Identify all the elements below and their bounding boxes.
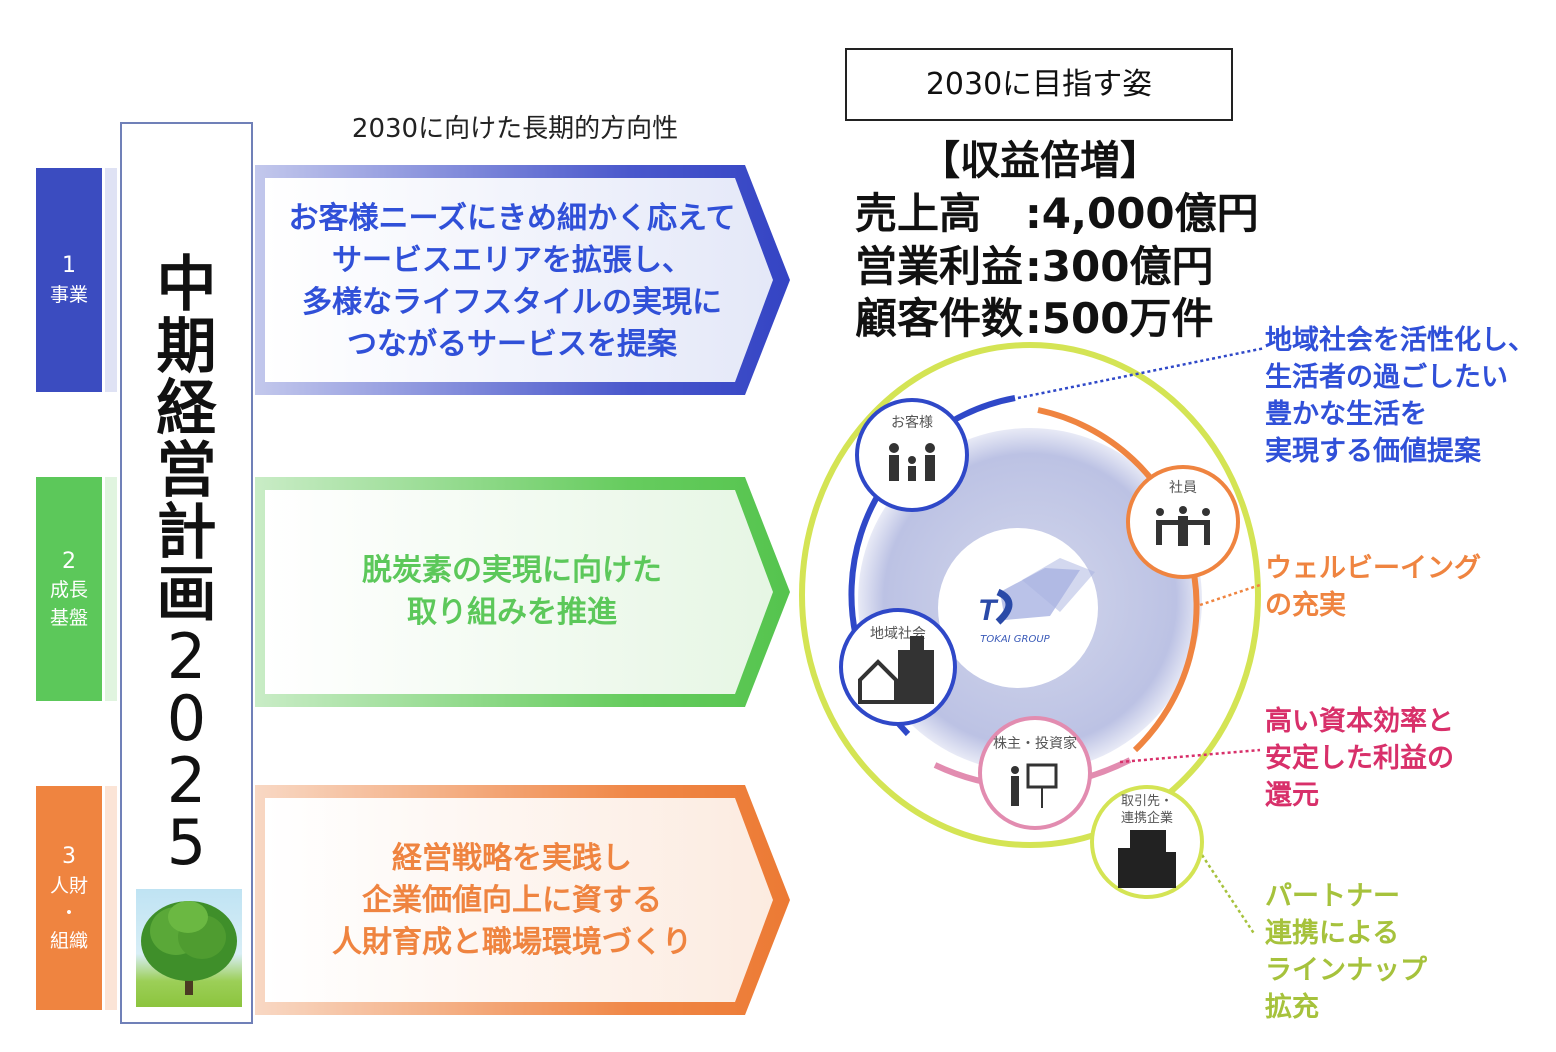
pillar-growth-foundation: 2 成長 基盤 — [36, 477, 102, 701]
svg-text:T: T — [978, 594, 999, 627]
connector-line — [1017, 346, 1266, 400]
pillar-label: 基盤 — [49, 606, 88, 629]
kpi-value: :300億円 — [1025, 242, 1214, 291]
node-label: 株主・投資家 — [993, 735, 1077, 752]
pillar-label: 事業 — [49, 284, 88, 307]
value-partner-lineup: パートナー 連携による ラインナップ 拡充 — [1265, 878, 1427, 1026]
kpi-label: 営業利益 — [855, 242, 1024, 291]
outer-ring — [799, 342, 1261, 848]
pillar-number: 3 — [62, 843, 76, 869]
plan-title-char: 経 — [156, 374, 217, 444]
text-line: 経営戦略を実践し — [392, 841, 632, 876]
plan-title: 中 期 経 営 計 画 2 0 2 5 — [122, 254, 251, 874]
connector-line — [1200, 854, 1257, 936]
direction-arrow-people — [255, 785, 790, 1015]
plan-title-char: 計 — [156, 498, 217, 568]
pillar-people-organization: 3 人財 ・ 組織 — [36, 786, 102, 1010]
text-line: ラインナップ — [1265, 955, 1427, 986]
value-capital-efficiency: 高い資本効率と 安定した利益の 還元 — [1265, 703, 1454, 814]
text-line: 豊かな生活を — [1265, 399, 1427, 430]
value-wellbeing: ウェルビーイング の充実 — [1265, 550, 1481, 624]
pillar-number: 2 — [62, 548, 76, 574]
plan-title-char: 期 — [156, 312, 217, 382]
pillar-tint — [105, 168, 117, 392]
node-employees: 社員 — [1126, 465, 1240, 579]
text-line: 安定した利益の — [1265, 743, 1454, 774]
meeting-icon — [1156, 506, 1210, 546]
kpi-operating-profit: 営業利益:300億円 — [855, 233, 1213, 294]
node-label: 取引先・ — [1121, 794, 1173, 809]
node-label: お客様 — [891, 414, 933, 431]
directions-heading: 2030に向けた長期的方向性 — [351, 114, 679, 144]
text-line: の充実 — [1265, 590, 1346, 621]
plan-title-char: 5 — [166, 806, 207, 879]
node-community: 地域社会 — [839, 608, 957, 726]
presentation-icon — [1011, 763, 1058, 808]
pillar-business: 1 事業 — [36, 168, 102, 392]
pillar-tint — [105, 477, 117, 701]
plan-title-char: 0 — [166, 682, 207, 755]
text-line: 生活者の過ごしたい — [1265, 362, 1508, 393]
vision-title-box: 2030に目指す姿 — [845, 48, 1233, 121]
connector-line — [1199, 583, 1261, 607]
direction-arrows — [255, 165, 790, 1015]
text-line: 人財育成と職場環境づくり — [332, 925, 692, 960]
kpi-value: :4,000億円 — [1025, 189, 1259, 238]
plan-title-char: 2 — [166, 620, 207, 693]
node-label: 社員 — [1169, 480, 1197, 496]
plan-title-char: 画 — [156, 560, 217, 630]
pillar-label: 人財 — [49, 874, 88, 897]
logo-text: TOKAI GROUP — [980, 634, 1050, 645]
text-line: 拡充 — [1265, 992, 1319, 1023]
office-building-icon — [1118, 830, 1176, 888]
text-line: つながるサービスを提案 — [347, 327, 677, 362]
kpi-label: 顧客件数 — [855, 294, 1024, 343]
pillar-number: 1 — [62, 253, 76, 279]
text-line: サービスエリアを拡張し、 — [332, 243, 692, 278]
plan-title-char: 2 — [166, 744, 207, 817]
plan-title-char: 営 — [156, 436, 217, 506]
kpi-label: 売上高 — [855, 189, 982, 238]
pillar-label: ・ — [59, 902, 79, 925]
kpi-sales: 売上高 :4,000億円 — [855, 180, 1259, 241]
text-line: ウェルビーイング — [1265, 553, 1481, 584]
direction-arrow-business — [255, 165, 790, 395]
vision-headline: 【収益倍増】 — [920, 138, 1160, 184]
text-line: お客様ニーズにきめ細かく応えて — [288, 201, 736, 236]
text-line: 地域社会を活性化し、 — [1265, 325, 1535, 356]
kpi-value: :500万件 — [1025, 294, 1214, 343]
node-shareholders: 株主・投資家 — [978, 716, 1092, 830]
town-icon — [858, 636, 934, 704]
value-community: 地域社会を活性化し、 生活者の過ごしたい 豊かな生活を 実現する価値提案 — [1265, 322, 1535, 470]
direction-arrow-growth — [255, 477, 790, 707]
text-line: 取り組みを推進 — [407, 595, 617, 630]
text-line: 多様なライフスタイルの実現に — [302, 285, 722, 320]
plan-title-panel: 中 期 経 営 計 画 2 0 2 5 — [120, 122, 253, 1024]
text-line: 還元 — [1265, 780, 1319, 811]
family-icon — [889, 443, 935, 481]
text-line: パートナー — [1265, 881, 1400, 912]
direction-text-growth: 脱炭素の実現に向けた 取り組みを推進 — [262, 550, 762, 634]
text-line: 企業価値向上に資する — [362, 883, 662, 918]
text-line: 脱炭素の実現に向けた — [362, 553, 662, 588]
node-label: 連携企業 — [1121, 810, 1173, 826]
node-partners: 取引先・ 連携企業 — [1090, 785, 1204, 899]
text-line: 連携による — [1265, 918, 1400, 949]
node-customers: お客様 — [855, 398, 969, 512]
direction-text-business: お客様ニーズにきめ細かく応えて サービスエリアを拡張し、 多様なライフスタイルの… — [262, 198, 762, 366]
text-line: 高い資本効率と — [1265, 706, 1454, 737]
pillar-label: 組織 — [49, 929, 88, 952]
pillar-tint — [105, 786, 117, 1010]
text-line: 実現する価値提案 — [1265, 436, 1481, 467]
kpi-customers: 顧客件数:500万件 — [855, 285, 1213, 346]
pillar-label: 成長 — [49, 579, 88, 602]
stakeholder-diagram: T TOKAI GROUP お客様 社員 地域社会 株主・投資家 取引先・ 連携… — [799, 342, 1266, 936]
direction-text-people: 経営戦略を実践し 企業価値向上に資する 人財育成と職場環境づくり — [262, 838, 762, 964]
connector-line — [1119, 748, 1261, 764]
tokai-logo-icon: T — [978, 558, 1095, 627]
tree-image — [136, 889, 242, 1007]
plan-title-char: 中 — [156, 250, 217, 320]
